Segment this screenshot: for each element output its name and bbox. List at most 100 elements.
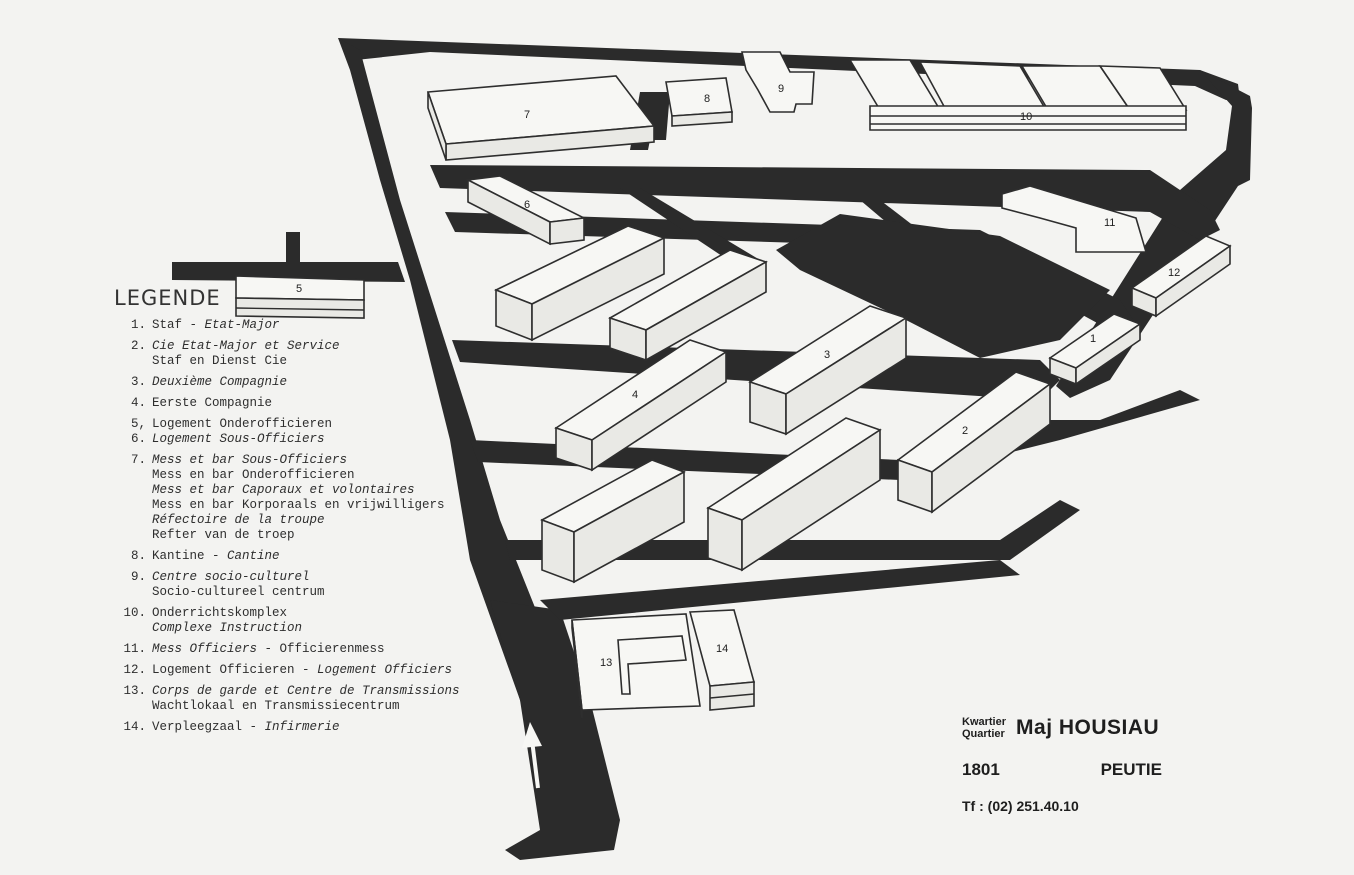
- legend-item-number: 4.: [130, 396, 146, 410]
- legend-item-line: Verpleegzaal - Infirmerie: [152, 720, 340, 735]
- legend-item-number: 8.: [130, 549, 146, 563]
- legend-item-text: Socio-cultureel centrum: [152, 585, 325, 599]
- legend-item-line: Mess en bar Onderofficieren: [152, 468, 445, 483]
- legend-item-number: 13.: [123, 684, 146, 698]
- legend-item-text: Logement Sous-Officiers: [152, 432, 325, 446]
- legend-item-line: Corps de garde et Centre de Transmission…: [152, 684, 460, 699]
- building-6: 6: [465, 175, 587, 246]
- city: PEUTIE: [1100, 760, 1162, 779]
- legend-item: 11. Mess Officiers - Officierenmess: [114, 642, 514, 657]
- label-1: 1: [1090, 333, 1096, 345]
- label-11: 11: [1104, 217, 1115, 229]
- building-3: 3: [748, 305, 908, 436]
- legend-item-line: Mess et bar Caporaux et volontaires: [152, 483, 445, 498]
- legend-item-number: 2.: [130, 339, 146, 353]
- building-dormitory-d: [706, 417, 882, 572]
- legend-item-number: 5, 6.: [130, 417, 146, 446]
- legend-item-number: 11.: [123, 642, 146, 656]
- label-5: 5: [296, 283, 302, 295]
- legend-item-text: Mess et bar Sous-Officiers: [152, 453, 348, 467]
- legend-item-text: Réfectoire de la troupe: [152, 513, 325, 527]
- legend-item-text: Onderrichtskomplex: [152, 606, 288, 620]
- legend-item-text: Mess en bar Korporaals en vrijwilligers: [152, 498, 445, 512]
- legend-item-line: Onderrichtskomplex: [152, 606, 302, 621]
- label-6: 6: [524, 199, 530, 211]
- road-row-1: [430, 165, 1220, 240]
- postcode: 1801: [962, 760, 1000, 779]
- legend-item-translation: - Officierenmess: [257, 642, 385, 656]
- legend-item-text: Staf en Dienst Cie: [152, 354, 288, 368]
- kwartier-label: Kwartier: [962, 716, 1007, 728]
- legend-item-text: Complexe Instruction: [152, 621, 303, 635]
- legend-item-line: Wachtlokaal en Transmissiecentrum: [152, 699, 460, 714]
- barracks-type-label: Kwartier Quartier: [962, 716, 1006, 740]
- building-14: 14: [688, 609, 756, 711]
- label-4: 4: [632, 389, 638, 401]
- entrance-arrow-icon: [522, 722, 542, 789]
- legend-item-text: Eerste Compagnie: [152, 396, 273, 410]
- legend-item-text: Staf -: [152, 318, 205, 332]
- legend-item-line: Kantine - Cantine: [152, 549, 280, 564]
- legend-item-line: Socio-cultureel centrum: [152, 585, 325, 600]
- legend-item-translation: Etat-Major: [204, 318, 280, 332]
- label-10: 10: [1020, 111, 1032, 123]
- label-14: 14: [716, 643, 728, 655]
- legend-item-line: Complexe Instruction: [152, 621, 302, 636]
- legend-list: 1. Staf - Etat-Major 2.Cie Etat-Major et S…: [114, 318, 514, 735]
- building-11: 11: [1001, 185, 1148, 253]
- legend-item-line: Logement Sous-Officiers: [152, 432, 332, 447]
- road-entrance: [490, 600, 620, 860]
- legend-item: 13. Corps de garde et Centre de Transmiss…: [114, 684, 514, 714]
- building-8: 8: [665, 77, 733, 127]
- barracks-info: Kwartier Quartier Maj HOUSIAU 1801 PEUTI…: [962, 716, 1182, 814]
- label-13: 13: [600, 657, 612, 669]
- label-2: 2: [962, 425, 968, 437]
- legend-item-text: Kantine -: [152, 549, 228, 563]
- legend-item-line: Centre socio-culturel: [152, 570, 325, 585]
- building-5: 5: [235, 275, 365, 319]
- road-left-spur: [172, 232, 405, 282]
- label-9: 9: [778, 83, 784, 95]
- legend-item-text: Verpleegzaal -: [152, 720, 265, 734]
- legend-item-translation: Infirmerie: [264, 720, 340, 734]
- legend-item-number: 12.: [123, 663, 146, 677]
- legend-item-text: Mess Officiers: [152, 642, 258, 656]
- building-9: 9: [741, 51, 815, 113]
- phone-number: Tf : (02) 251.40.10: [962, 798, 1079, 814]
- barracks-name: Maj HOUSIAU: [1016, 716, 1160, 739]
- legend-item-text: Corps de garde et Centre de Transmission…: [152, 684, 460, 698]
- quartier-label: Quartier: [962, 728, 1005, 740]
- building-2: 2: [896, 371, 1052, 514]
- road-row-5: [505, 500, 1080, 560]
- legend-item-text: Logement Officieren -: [152, 663, 318, 677]
- legend-item-number: 14.: [123, 720, 146, 734]
- label-7: 7: [524, 109, 530, 121]
- road-top: [338, 38, 1240, 100]
- legend-item-number: 7.: [130, 453, 146, 467]
- road-row-4: [470, 390, 1200, 480]
- legend-item-number: 1.: [130, 318, 146, 332]
- label-12: 12: [1168, 267, 1180, 279]
- legend-item-line: Mess Officiers - Officierenmess: [152, 642, 385, 657]
- legend-item: 14. Verpleegzaal - Infirmerie: [114, 720, 514, 735]
- legend-item: 12. Logement Officieren - Logement Offici…: [114, 663, 514, 678]
- legend-item-text: Refter van de troep: [152, 528, 295, 542]
- legend-item-line: Staf - Etat-Major: [152, 318, 280, 333]
- legend-item-line: Mess et bar Sous-Officiers: [152, 453, 445, 468]
- building-4: 4: [554, 339, 728, 472]
- building-13: 13: [571, 613, 701, 719]
- legend-item-text: Logement Onderofficieren: [152, 417, 333, 431]
- building-1: 1: [1048, 313, 1142, 386]
- legend-item-line: Mess en bar Korporaals en vrijwilligers: [152, 498, 445, 513]
- legend-item-number: 10.: [123, 606, 146, 620]
- legend-item-line: Staf en Dienst Cie: [152, 354, 340, 369]
- legend-item-text: Mess et bar Caporaux et volontaires: [152, 483, 415, 497]
- legend-item-translation: Logement Officiers: [317, 663, 453, 677]
